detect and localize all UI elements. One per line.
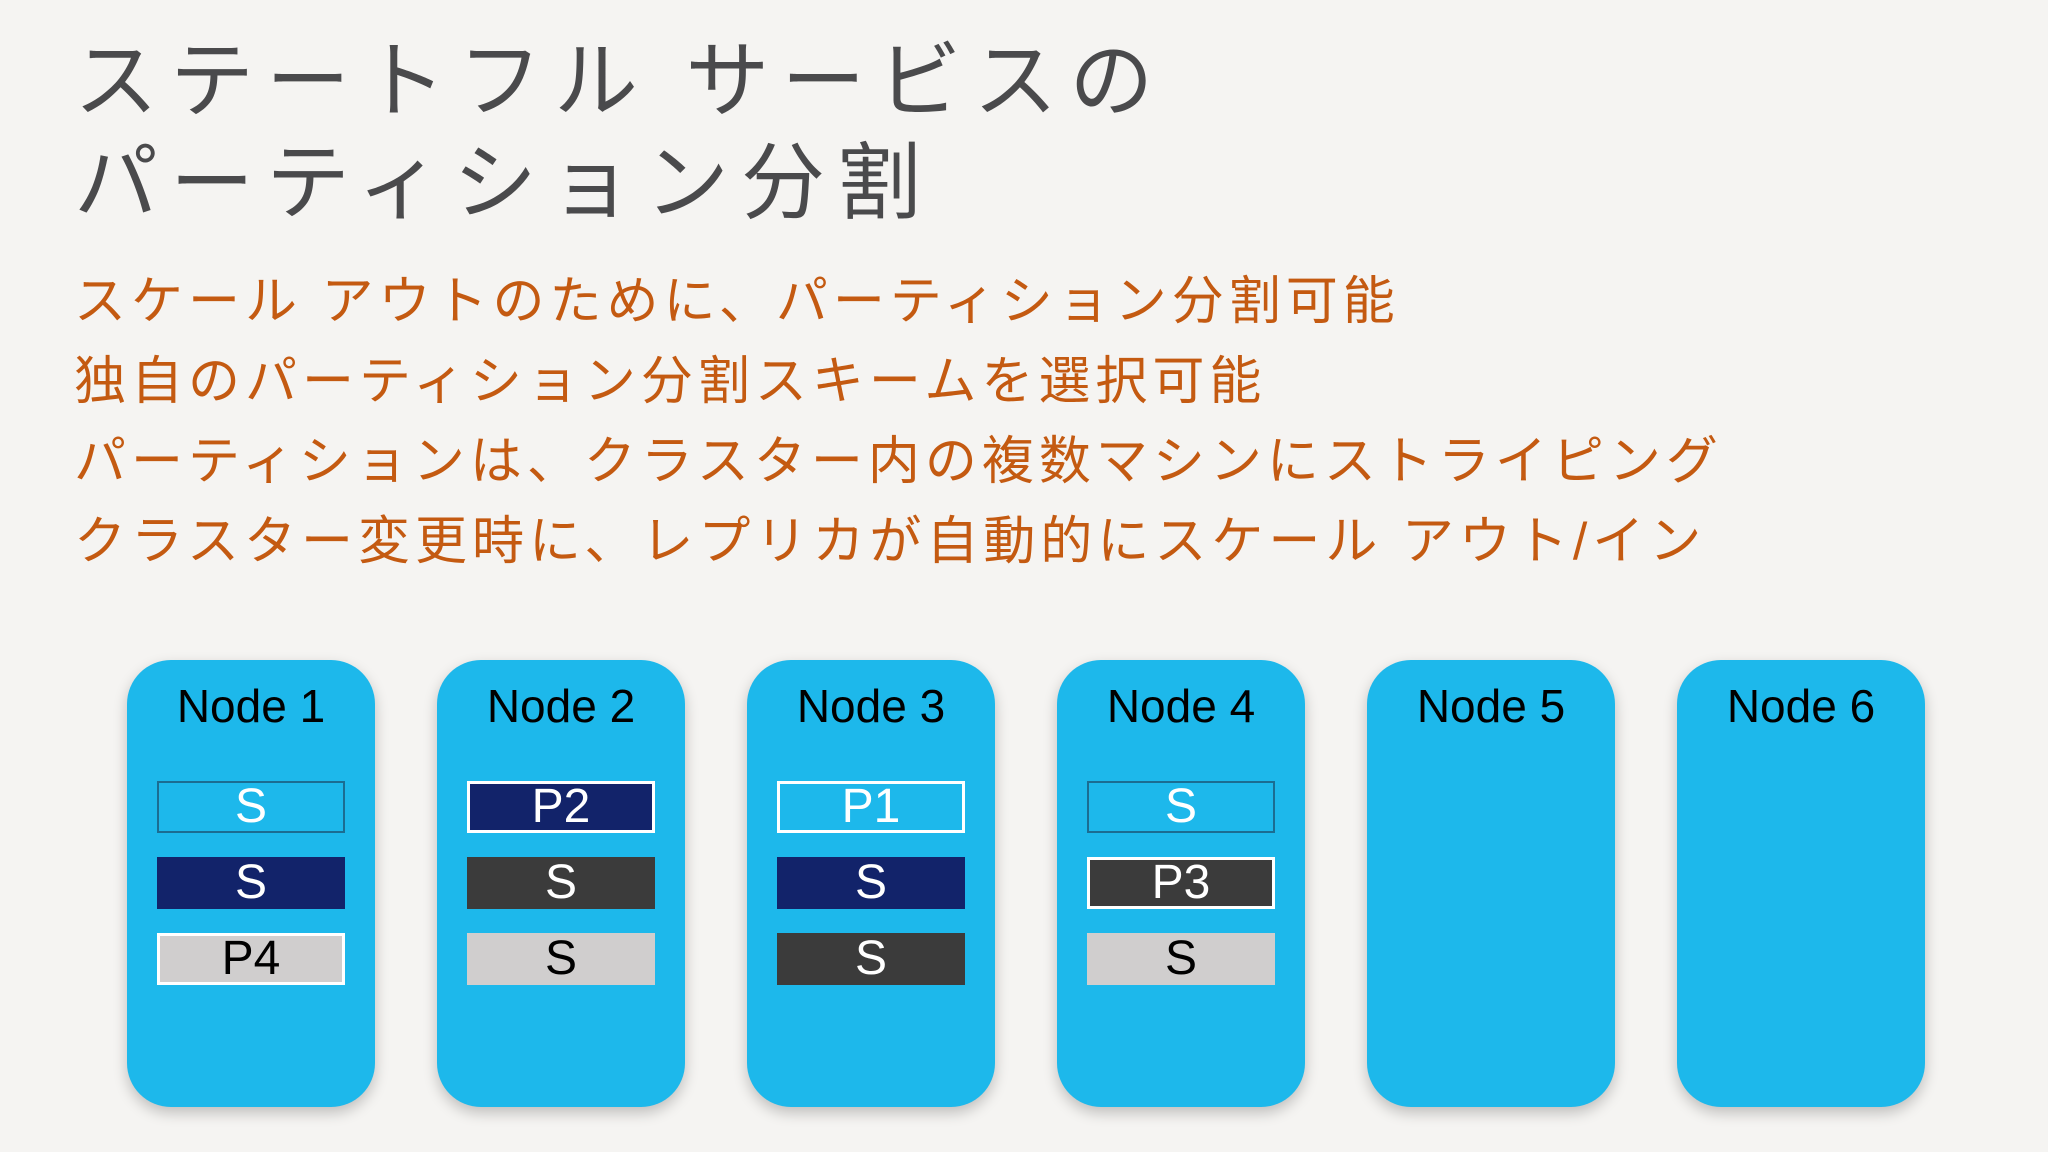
secondary-replica-bar: S: [777, 857, 965, 909]
secondary-replica-bar: S: [777, 933, 965, 985]
node-title: Node 5: [1416, 680, 1566, 732]
secondary-replica-bar: S: [157, 857, 345, 909]
primary-replica-bar: P1: [777, 781, 965, 833]
title-line-2: パーティション分割: [74, 136, 933, 230]
node-card: Node 6: [1677, 660, 1925, 1107]
node-card: Node 5: [1367, 660, 1615, 1107]
secondary-replica-bar: S: [1087, 933, 1275, 985]
bullet-line-4: クラスター変更時に、レプリカが自動的にスケール アウト/イン: [74, 513, 1707, 571]
bullet-line-3: パーティションは、クラスター内の複数マシンにストライピング: [74, 433, 1723, 491]
secondary-replica-bar: S: [157, 781, 345, 833]
primary-replica-bar: P3: [1087, 857, 1275, 909]
node-title: Node 6: [1726, 680, 1876, 732]
secondary-replica-bar: S: [467, 933, 655, 985]
secondary-replica-bar: S: [467, 857, 655, 909]
bullet-list: スケール アウトのために、パーティション分割可能 独自のパーティション分割スキー…: [74, 262, 1723, 582]
title-line-1: ステートフル サービスの: [74, 34, 1166, 128]
bullet-line-2: 独自のパーティション分割スキームを選択可能: [74, 353, 1267, 411]
node-title: Node 2: [486, 680, 636, 732]
bullet-line-1: スケール アウトのために、パーティション分割可能: [74, 273, 1400, 331]
primary-replica-bar: P4: [157, 933, 345, 985]
secondary-replica-bar: S: [1087, 781, 1275, 833]
page-title: ステートフル サービスの パーティション分割: [74, 30, 1165, 234]
node-title: Node 4: [1106, 680, 1256, 732]
node-title: Node 1: [176, 680, 326, 732]
node-title: Node 3: [796, 680, 946, 732]
primary-replica-bar: P2: [467, 781, 655, 833]
